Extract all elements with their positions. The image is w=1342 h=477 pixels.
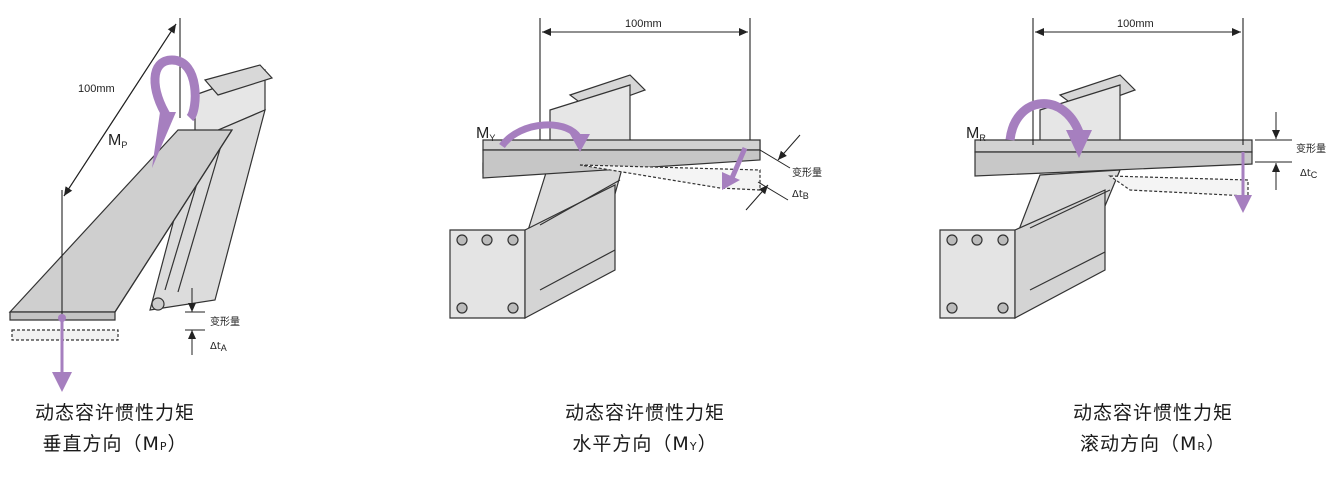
deformation-label: 变形量 (1296, 142, 1326, 155)
dimension-line (61, 18, 181, 315)
caption-line2: 水平方向（MY） (572, 433, 718, 455)
delta-label: ΔtB (792, 189, 809, 201)
deformation-marker (185, 288, 205, 355)
deformation-label: 变形量 (792, 166, 822, 179)
dimension-line (539, 18, 751, 140)
actuator-body (939, 74, 1137, 319)
caption-line2: 垂直方向（MP） (42, 433, 188, 455)
actuator-body (449, 74, 647, 319)
dimension-label: 100mm (625, 18, 662, 30)
moment-label: MP (108, 132, 127, 150)
dimension-label: 100mm (78, 83, 115, 95)
roll-moment-arrow (1005, 99, 1092, 158)
deformation-label: 变形量 (210, 315, 240, 328)
slider-plate (974, 139, 1253, 197)
yaw-moment-panel: 100mm MY 变形量 ΔtB 动态容许惯性力矩 水平方向（MY） (440, 0, 880, 477)
dimension-line (1032, 18, 1244, 145)
caption-line2: 滚动方向（MR） (1079, 433, 1227, 455)
roll-caption: 动态容许惯性力矩 滚动方向（MR） (1038, 398, 1268, 462)
delta-label: ΔtA (210, 341, 227, 353)
dimension-label: 100mm (1117, 18, 1154, 30)
slider-plate (482, 139, 761, 191)
deflection-arrow (1234, 152, 1252, 213)
slider-plate (8, 129, 234, 341)
yaw-caption: 动态容许惯性力矩 水平方向（MY） (530, 398, 760, 462)
roll-moment-panel: 100mm MR 变形量 ΔtC 动态容许惯性力矩 滚动方向（MR） (930, 0, 1342, 477)
caption-line1: 动态容许惯性力矩 (34, 402, 195, 424)
delta-label: ΔtC (1300, 168, 1318, 180)
pitch-moment-arrow (150, 55, 200, 168)
deformation-marker (1255, 112, 1292, 190)
pitch-moment-diagram: 100mm MP 变形量 ΔtA (8, 18, 274, 392)
moment-label: MY (476, 125, 495, 143)
caption-line1: 动态容许惯性力矩 (1072, 402, 1233, 424)
moment-label: MR (966, 125, 986, 143)
caption-line1: 动态容许惯性力矩 (564, 402, 725, 424)
pitch-caption: 动态容许惯性力矩 垂直方向（MP） (0, 398, 230, 462)
roll-moment-diagram: 100mm MR 变形量 ΔtC (939, 18, 1326, 319)
deformation-marker (745, 134, 801, 211)
yaw-moment-arrow (499, 121, 748, 190)
pitch-moment-panel: 100mm MP 变形量 ΔtA 动态容许惯性力矩 垂直方向（MP） (0, 0, 440, 477)
yaw-moment-diagram: 100mm MY 变形量 ΔtB (449, 18, 822, 319)
deflection-arrow (52, 314, 72, 392)
